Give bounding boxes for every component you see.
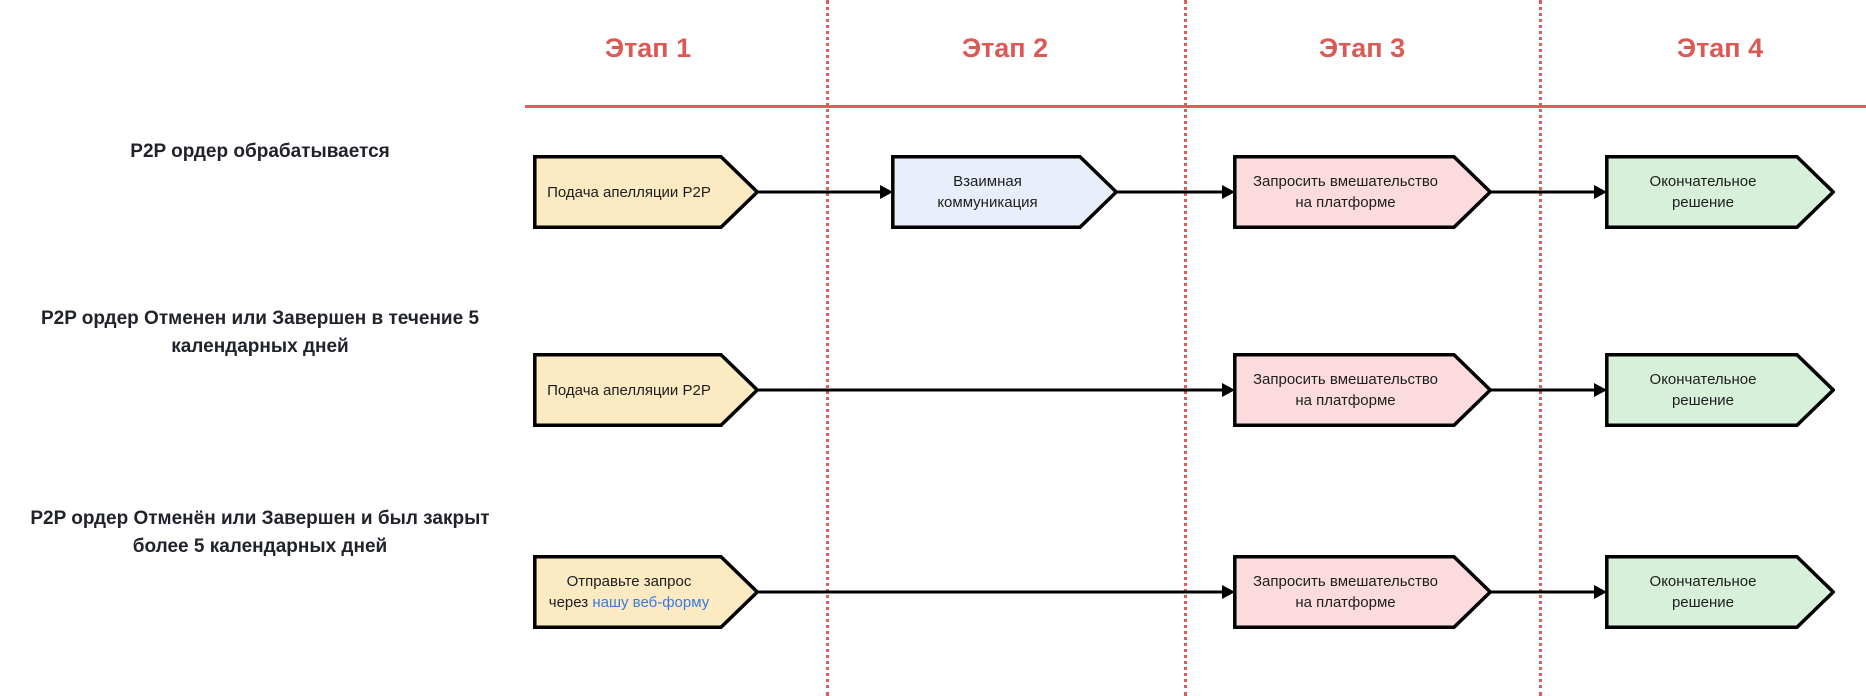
connector-arrow-icon: [1117, 182, 1235, 202]
process-step-2-1[interactable]: Подача апелляции P2P: [533, 353, 759, 427]
connector-arrow-icon: [1491, 182, 1607, 202]
connector-arrow-icon: [1491, 582, 1607, 602]
stage-divider-2: [1184, 0, 1187, 696]
scenario-label-line-2: календарных дней: [171, 336, 349, 357]
connector-arrow-icon: [758, 182, 893, 202]
stage-header-4: Этап 4: [1676, 33, 1764, 63]
header-separator-rule: [525, 105, 1866, 108]
process-step-1-1[interactable]: Подача апелляции P2P: [533, 155, 759, 229]
scenario-label-line-1: P2P ордер обрабатывается: [130, 141, 390, 162]
stage-header-2: Этап 2: [961, 33, 1049, 63]
scenario-label-line-1: P2P ордер Отменен или Завершен в течение…: [40, 308, 480, 329]
stage-header-1: Этап 1: [604, 33, 692, 63]
connector-arrow-icon: [758, 582, 1235, 602]
scenario-label-line-2: более 5 календарных дней: [132, 536, 388, 557]
scenario-label-1: P2P ордер обрабатывается: [10, 138, 510, 166]
connector-arrow-icon: [758, 380, 1235, 400]
web-form-link[interactable]: нашу веб-форму: [592, 594, 710, 611]
stage-divider-1: [826, 0, 829, 696]
scenario-label-3: P2P ордер Отменён или Завершен и был зак…: [10, 505, 510, 561]
stage-header-3: Этап 3: [1318, 33, 1406, 63]
connector-arrow-icon: [1491, 380, 1607, 400]
stage-divider-3: [1539, 0, 1542, 696]
scenario-label-2: P2P ордер Отменен или Завершен в течение…: [10, 305, 510, 361]
scenario-label-line-1: P2P ордер Отменён или Завершен и был зак…: [30, 508, 490, 529]
